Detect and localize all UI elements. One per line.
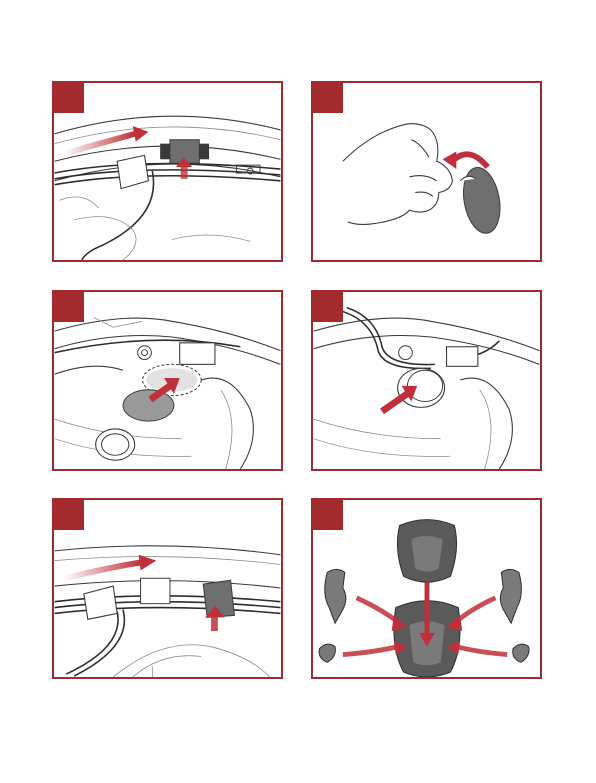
speaker-pocket-illustration (54, 292, 281, 469)
step-panel-1 (52, 81, 283, 262)
step-panel-3 (52, 290, 283, 471)
red-arrow-icon (357, 598, 400, 623)
red-arrow-icon (343, 647, 398, 655)
cable-clip (117, 155, 148, 188)
step-panel-2 (311, 81, 542, 262)
red-arrow-icon (64, 134, 134, 154)
red-arrow-icon (181, 165, 188, 179)
step-panel-5 (52, 498, 283, 679)
red-arrow-icon (211, 615, 218, 631)
adhesive-pad (459, 165, 505, 237)
helmet-shell-illustration (54, 83, 281, 260)
cable-clip (84, 586, 117, 619)
step-number-badge (54, 292, 84, 322)
red-arrow-icon (456, 647, 507, 655)
step-panel-4 (311, 290, 542, 471)
adhesive-pad (123, 390, 174, 421)
step-number-badge (313, 500, 343, 530)
cable-clip-illustration (54, 500, 281, 677)
step-number-badge (313, 292, 343, 322)
speaker-insert-illustration (313, 292, 540, 469)
red-arrow-icon (382, 394, 407, 412)
helmet-liner-illustration (313, 500, 540, 677)
step-panel-6 (311, 498, 542, 679)
red-arrow-icon (64, 563, 140, 579)
step-number-badge (313, 83, 343, 113)
hand-peeling-adhesive-illustration (313, 83, 540, 260)
step-number-badge (54, 500, 84, 530)
step-number-badge (54, 83, 84, 113)
